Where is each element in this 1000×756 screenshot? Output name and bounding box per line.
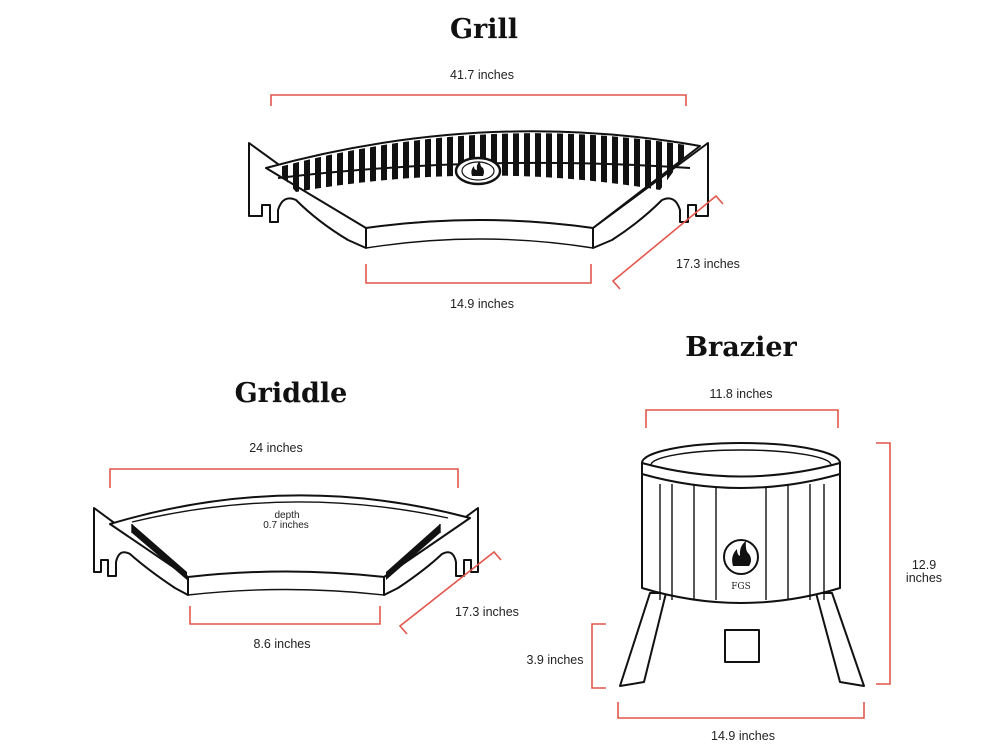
grill-tray-front-edge: [365, 238, 594, 249]
brazier-height-line: [876, 442, 891, 685]
grill-grate-bar: [645, 133, 651, 192]
grill-grate-bar: [348, 133, 354, 192]
griddle-top-width-label: 24 inches: [249, 441, 303, 455]
brazier-base-width-label: 14.9 inches: [711, 729, 775, 743]
grill-depth-label: 17.3 inches: [676, 257, 740, 271]
grill-front-width-line: [365, 264, 592, 284]
grill-top-width-label: 41.7 inches: [450, 68, 514, 82]
grill-grate-bar: [414, 133, 420, 192]
grill-grate-bar: [381, 133, 387, 192]
grill-grate-bar: [623, 133, 629, 192]
griddle-side-depth-label: 17.3 inches: [455, 605, 519, 619]
brazier-height-unit: inches: [906, 571, 942, 585]
grill-front-width-label: 14.9 inches: [450, 297, 514, 311]
grill-grate-bar: [656, 133, 662, 192]
griddle-depth-value: 0.7 inches: [263, 520, 309, 531]
grill-depth-line: [611, 194, 724, 290]
brazier-height-label: 12.9: [912, 558, 936, 572]
grill-top-width-line: [270, 94, 687, 106]
grill-grate-bar: [667, 133, 673, 192]
griddle-front-width-line: [189, 606, 381, 625]
grill-grate-bar: [392, 133, 398, 192]
brazier-section: Brazier 11.8 inches FGS 12.9 inches 3.9 …: [527, 332, 943, 743]
brazier-top-width-label: 11.8 inches: [709, 387, 772, 401]
griddle-plate: [109, 494, 471, 578]
griddle-section: Griddle 24 inches depth 0.7 inches 17.3 …: [93, 378, 519, 651]
grill-grate-bar: [293, 133, 299, 192]
grill-grate-bar: [370, 133, 376, 192]
griddle-side-depth-line: [398, 550, 502, 635]
grill-grate-bar: [634, 133, 640, 192]
grill-grate-bar: [612, 133, 618, 192]
brazier-center-foot: [724, 629, 760, 663]
griddle-depth-caption: depth: [274, 510, 299, 521]
flame-icon: [471, 161, 484, 176]
brazier-right-leg: [815, 592, 865, 687]
grill-grate-bar: [359, 133, 365, 192]
grill-tray-front-top: [365, 219, 594, 229]
grill-illustration: [248, 130, 709, 249]
griddle-front-width-label: 8.6 inches: [254, 637, 311, 651]
grill-grate-bar: [304, 133, 310, 192]
grill-grate-bar: [436, 133, 442, 192]
griddle-illustration: [93, 494, 479, 596]
brazier-logo-text: FGS: [731, 582, 751, 592]
brazier-top-width-line: [645, 409, 839, 428]
grill-grate-bar: [447, 133, 453, 192]
flame-icon: [732, 541, 751, 566]
grill-grate-bar: [601, 133, 607, 192]
grill-grate-bar: [326, 133, 332, 192]
brazier-title: Brazier: [685, 332, 797, 363]
brazier-illustration: FGS: [619, 442, 865, 687]
griddle-title: Griddle: [235, 378, 348, 409]
griddle-right-wall: [386, 524, 440, 580]
grill-grate-bar: [315, 133, 321, 192]
brazier-leg-height-line: [591, 623, 606, 689]
brazier-leg-height-label: 3.9 inches: [527, 653, 584, 667]
grill-section: Grill 41.7 inches 17.3 inches 14.9 inche…: [248, 14, 740, 311]
grill-grate-bar: [337, 133, 343, 192]
grill-grate-bar: [403, 133, 409, 192]
griddle-left-wall: [132, 524, 187, 580]
brazier-base-width-line: [617, 702, 865, 719]
grill-title: Grill: [450, 14, 518, 45]
griddle-top-width-line: [109, 468, 459, 488]
brazier-slats: [659, 484, 825, 600]
brazier-rim-band: [641, 462, 841, 489]
grill-right-bracket: [592, 142, 709, 249]
brazier-left-leg: [619, 592, 667, 687]
grill-grate-bar: [425, 133, 431, 192]
griddle-plate-rim: [131, 501, 449, 523]
griddle-front-edge: [187, 588, 385, 596]
